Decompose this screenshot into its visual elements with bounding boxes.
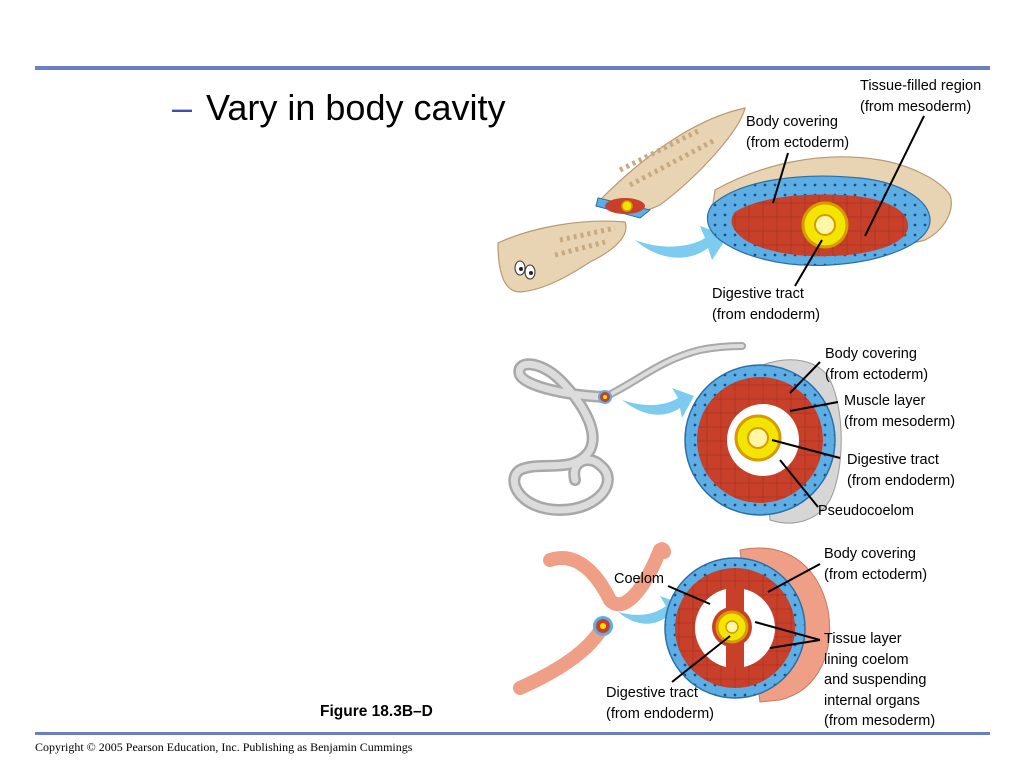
acoelomate-panel	[497, 107, 952, 293]
label-body-covering-pseudocoelomate: Body covering (from ectoderm)	[825, 346, 929, 383]
flatworm	[497, 107, 746, 293]
arrow-1	[635, 226, 728, 260]
label-digestive-tract-acoelomate: Digestive tract (from endoderm)	[712, 286, 820, 323]
label-body-covering-coelomate: Body covering (from ectoderm)	[824, 546, 928, 583]
acoelomate-cross-section	[706, 156, 952, 267]
label-digestive-tract-pseudocoelomate: Digestive tract (from endoderm)	[847, 452, 955, 489]
arrow-2	[622, 388, 694, 418]
copyright-text: Copyright © 2005 Pearson Education, Inc.…	[35, 740, 413, 754]
label-tissue-filled-region: Tissue-filled region (from mesoderm)	[860, 78, 982, 115]
figure-caption: Figure 18.3B–D	[320, 703, 433, 720]
earthworm-body	[543, 542, 671, 612]
bullet-point: –Vary in body cavity	[172, 86, 506, 130]
pseudocoelomate-panel	[508, 342, 842, 524]
pseudocoelomate-leader-lines	[771, 361, 841, 508]
label-pseudocoelom: Pseudocoelom	[818, 503, 914, 519]
label-body-covering-acoelomate: Body covering (from ectoderm)	[746, 114, 850, 151]
label-muscle-layer: Muscle layer (from mesoderm)	[844, 393, 956, 430]
pseudocoelomate-cross-section	[684, 359, 842, 524]
bullet-text: Vary in body cavity	[206, 87, 506, 128]
bullet-dash: –	[172, 87, 193, 128]
arrow-3	[618, 596, 682, 626]
label-digestive-tract-coelomate: Digestive tract (from endoderm)	[606, 685, 714, 722]
acoelomate-leader-lines	[772, 115, 925, 287]
label-tissue-layer-lining-coelom: Tissue layer lining coelom and suspendin…	[824, 631, 936, 729]
coelomate-leader-lines	[667, 563, 821, 683]
bottom-rule	[35, 732, 990, 735]
label-coelom: Coelom	[614, 571, 664, 587]
coelomate-panel	[513, 542, 831, 703]
top-rule	[35, 66, 990, 70]
